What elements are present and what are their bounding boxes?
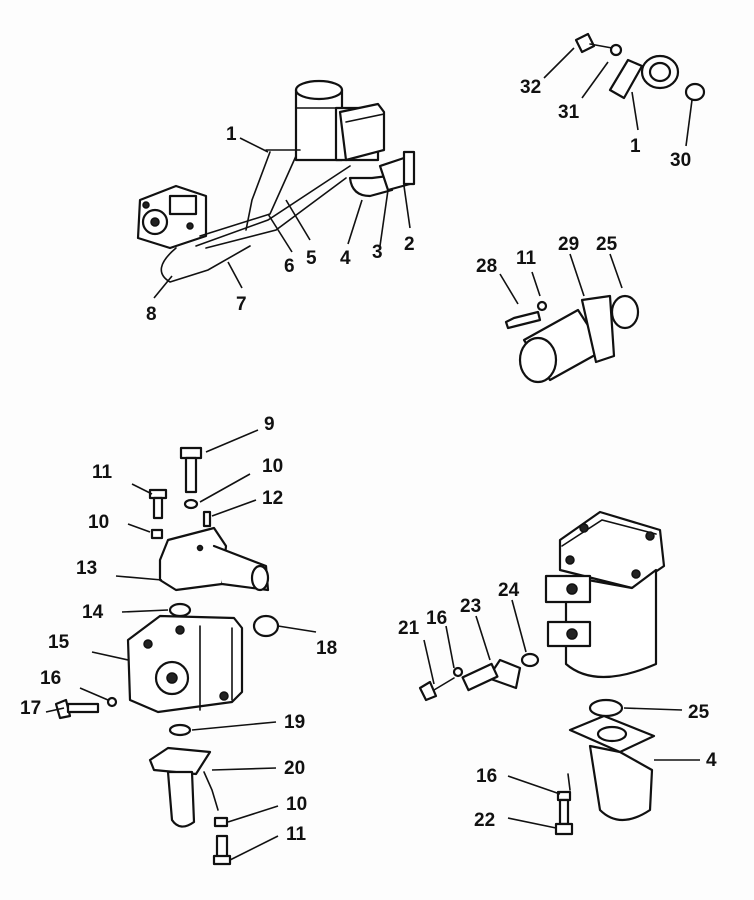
hydraulic-pump [136, 184, 208, 250]
callout-31: 31 [558, 102, 580, 123]
callout-4-lower: 4 [706, 750, 717, 771]
filter-canister [294, 79, 386, 162]
callout-16-right: 16 [426, 608, 447, 629]
callout-22: 22 [474, 810, 495, 831]
callout-20: 20 [284, 758, 305, 779]
callout-10-upper: 10 [262, 456, 283, 477]
upper-right-sensor-assembly [574, 32, 706, 102]
callout-9: 9 [264, 414, 275, 435]
callout-14: 14 [82, 602, 104, 623]
callout-1-sensor: 1 [630, 136, 641, 157]
callout-28: 28 [476, 256, 497, 277]
callout-16-left: 16 [40, 668, 61, 689]
callout-8: 8 [146, 304, 157, 325]
callout-21: 21 [398, 618, 420, 639]
callout-25-lower: 25 [688, 702, 710, 723]
upper-piping-assembly [136, 79, 416, 283]
callout-11-upper: 11 [92, 462, 113, 483]
callout-6: 6 [284, 256, 295, 277]
callout-15: 15 [48, 632, 70, 653]
callout-2: 2 [404, 234, 415, 255]
callout-16-lower: 16 [476, 766, 497, 787]
callout-7: 7 [236, 294, 247, 315]
leader-lines [45, 47, 700, 861]
callout-17: 17 [20, 698, 41, 719]
callout-10-lower: 10 [286, 794, 307, 815]
callout-24: 24 [498, 580, 520, 601]
lower-left-pump-assembly [54, 446, 280, 866]
callout-labels: 32 31 1 30 1 5 6 4 3 2 8 7 28 11 29 25 9… [20, 77, 717, 845]
callout-10-left: 10 [88, 512, 109, 533]
callout-11-mid: 11 [516, 248, 537, 269]
callout-1-pipe: 1 [226, 124, 237, 145]
lower-right-filter-assembly [418, 510, 666, 836]
callout-13: 13 [76, 558, 97, 579]
callout-32: 32 [520, 77, 541, 98]
callout-30: 30 [670, 150, 691, 171]
callout-3: 3 [372, 242, 383, 263]
callout-25-mid: 25 [596, 234, 618, 255]
pipe-lines [160, 149, 416, 283]
callout-29: 29 [558, 234, 579, 255]
callout-23: 23 [460, 596, 481, 617]
callout-18: 18 [316, 638, 337, 659]
callout-11-lower: 11 [286, 824, 307, 845]
gasket-ring [684, 82, 706, 102]
callout-12: 12 [262, 488, 283, 509]
callout-19: 19 [284, 712, 305, 733]
middle-tube-assembly [504, 294, 640, 384]
callout-5: 5 [306, 248, 317, 269]
callout-4-pipe: 4 [340, 248, 351, 269]
